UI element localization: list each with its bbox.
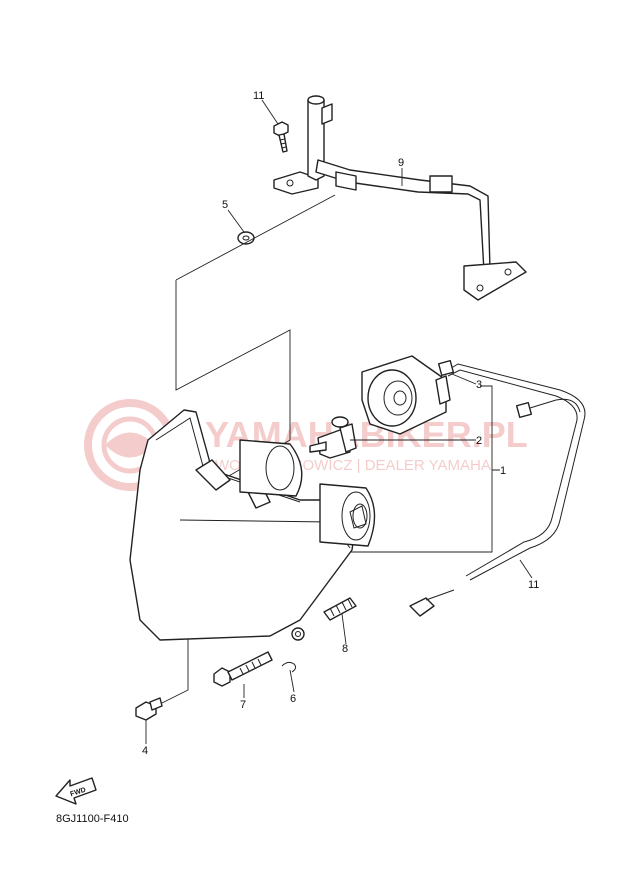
wire-harness — [409, 359, 586, 617]
bolt-long — [213, 651, 273, 687]
bulb — [309, 416, 357, 459]
callout-6: 6 — [290, 693, 296, 705]
callout-1: 1 — [500, 465, 506, 477]
callout-3: 3 — [476, 379, 482, 391]
screw-bottom — [135, 697, 163, 721]
clip — [281, 661, 297, 673]
fwd-arrow-icon: FWD — [55, 777, 97, 805]
fwd-label: FWD — [69, 787, 86, 799]
diagram-code: 8GJ1100-F410 — [56, 813, 129, 825]
spring — [323, 597, 357, 621]
callout-11: 11 — [528, 579, 539, 591]
headlight-housing — [129, 409, 376, 641]
bolt-top — [273, 121, 289, 153]
callout-2: 2 — [476, 435, 482, 447]
callout-10: 11 — [253, 90, 264, 102]
leader-lines — [145, 99, 533, 744]
socket-cover — [361, 355, 451, 435]
callout-4: 4 — [142, 745, 148, 757]
callout-8: 8 — [342, 643, 348, 655]
callout-5: 5 — [222, 199, 228, 211]
callout-9: 9 — [398, 157, 404, 169]
reference-frame — [159, 194, 336, 705]
callout-7: 7 — [240, 699, 246, 711]
headlight-bracket — [273, 95, 527, 301]
